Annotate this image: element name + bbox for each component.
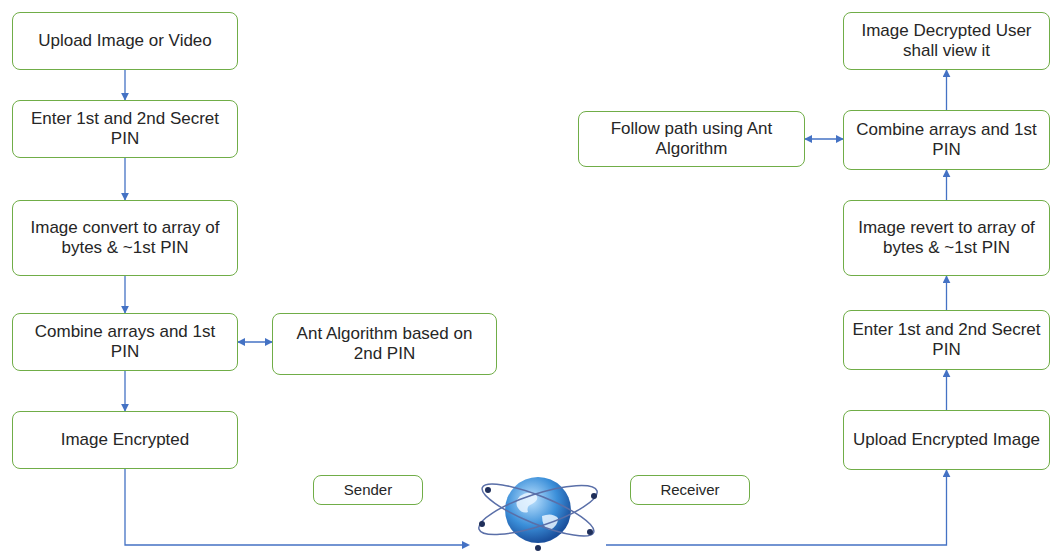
box-label: Image revert to array of bytes & ~1st PI…	[852, 218, 1041, 259]
process-box: Follow path using Ant Algorithm	[578, 111, 805, 167]
flow-arrow	[946, 170, 947, 200]
process-box: Upload Encrypted Image	[843, 410, 1050, 470]
box-label: Sender	[344, 481, 392, 499]
process-box: Image Decrypted User shall view it	[843, 12, 1050, 70]
process-box: Image revert to array of bytes & ~1st PI…	[843, 200, 1050, 276]
process-box: Image Encrypted	[12, 411, 238, 469]
flow-arrow	[124, 371, 125, 411]
flow-arrow	[805, 138, 843, 139]
box-label: Image convert to array of bytes & ~1st P…	[21, 218, 229, 259]
box-label: Enter 1st and 2nd Secret PIN	[852, 320, 1041, 361]
globe-illustration	[468, 466, 608, 552]
box-label: Upload Image or Video	[38, 31, 212, 51]
flow-arrow	[946, 370, 947, 410]
box-label: Image Encrypted	[61, 430, 190, 450]
box-label: Enter 1st and 2nd Secret PIN	[21, 109, 229, 150]
process-box: Upload Image or Video	[12, 12, 238, 70]
process-box: Enter 1st and 2nd Secret PIN	[843, 310, 1050, 370]
box-label: Follow path using Ant Algorithm	[587, 119, 796, 160]
box-label: Upload Encrypted Image	[853, 430, 1040, 450]
tag-box: Sender	[313, 475, 423, 505]
flow-arrow	[238, 341, 272, 342]
box-label: Combine arrays and 1st PIN	[21, 322, 229, 363]
process-box: Image convert to array of bytes & ~1st P…	[12, 200, 238, 276]
flow-arrow	[124, 276, 125, 313]
box-label: Receiver	[660, 481, 719, 499]
flow-arrow	[946, 70, 947, 110]
flow-arrow	[946, 276, 947, 310]
process-box: Ant Algorithm based on 2nd PIN	[272, 313, 497, 375]
process-box: Enter 1st and 2nd Secret PIN	[12, 100, 238, 158]
box-label: Image Decrypted User shall view it	[852, 21, 1041, 62]
flow-arrow	[125, 469, 947, 545]
arrow-head	[462, 541, 470, 549]
box-label: Ant Algorithm based on 2nd PIN	[281, 324, 488, 365]
process-box: Combine arrays and 1st PIN	[843, 110, 1050, 170]
flow-arrow	[124, 70, 125, 100]
tag-box: Receiver	[630, 475, 750, 505]
flow-arrow	[124, 158, 125, 200]
process-box: Combine arrays and 1st PIN	[12, 313, 238, 371]
box-label: Combine arrays and 1st PIN	[852, 120, 1041, 161]
